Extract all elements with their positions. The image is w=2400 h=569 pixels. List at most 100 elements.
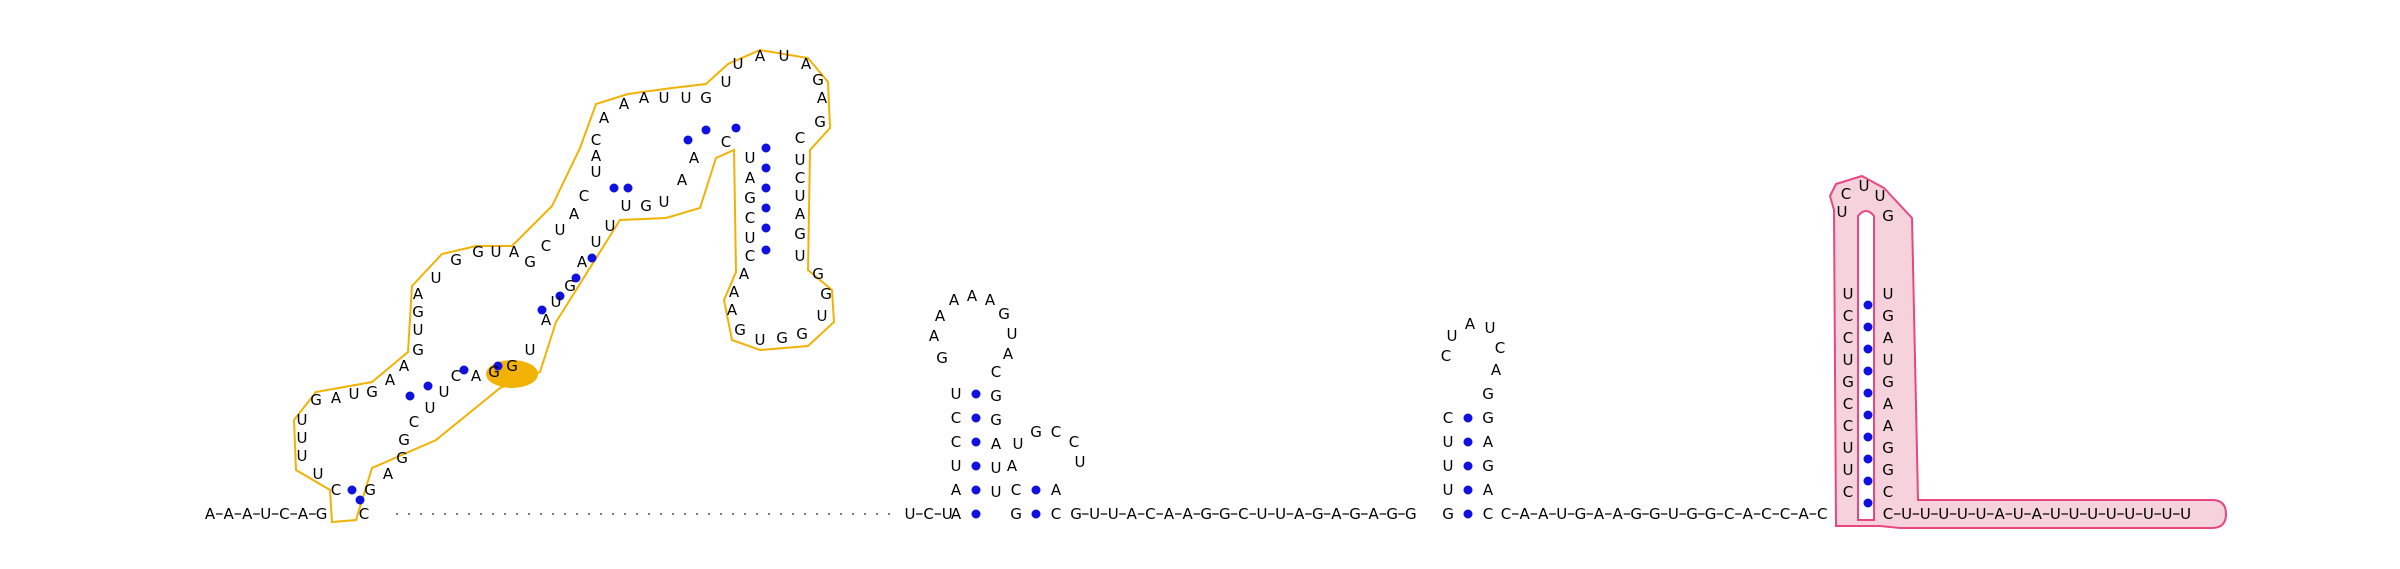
domain1-base-42: C: [795, 129, 805, 147]
linker1-base-5: A: [1164, 505, 1175, 523]
base-pair-dot: [701, 125, 711, 135]
linker1-base-0: G: [1070, 505, 1082, 523]
domain1-base-81: C: [451, 367, 461, 385]
base-pair-dot: [1863, 366, 1873, 376]
base-pair-dot: [571, 273, 581, 283]
linker2-base-2: A: [1538, 505, 1549, 523]
hairpin4-stem3p-6: A: [1883, 417, 1894, 435]
hairpin4-stem3p-7: G: [1882, 439, 1894, 457]
linker2-base-6: A: [1612, 505, 1623, 523]
domain1-base-26: A: [591, 147, 602, 165]
domain1-base-2: U: [297, 447, 308, 465]
domain1-base-79: G: [488, 363, 500, 381]
domain1-base-30: A: [639, 89, 650, 107]
domain1-base-62: G: [744, 189, 756, 207]
hairpin4-stem3p-1: G: [1882, 307, 1894, 325]
domain1-base-60: U: [745, 229, 756, 247]
hairpin1-stem5p-2: U: [951, 457, 962, 475]
domain1-base-71: U: [605, 217, 616, 235]
base-pair-dot: [1463, 485, 1473, 495]
base-pair-dot: [731, 123, 741, 133]
base-pair-dot: [1463, 413, 1473, 423]
domain1-base-35: U: [733, 55, 744, 73]
tail3p-base-9: U: [2050, 505, 2061, 523]
hairpin1-stem5p-0: A: [951, 505, 962, 523]
hairpin2-stem5p-1: C: [1011, 481, 1021, 499]
domain1-base-87: A: [383, 465, 394, 483]
domain1-base-75: U: [551, 293, 562, 311]
domain1-base-85: G: [398, 431, 410, 449]
tail3p-base-7: U: [2013, 505, 2024, 523]
domain1-base-18: U: [491, 243, 502, 261]
domain1-base-34: U: [721, 73, 732, 91]
domain1-base-84: C: [409, 413, 419, 431]
linker1-base-4: C: [1145, 505, 1155, 523]
linker1-base-6: A: [1182, 505, 1193, 523]
hairpin4-stem3p-3: U: [1883, 351, 1894, 369]
hairpin2-loop-3: C: [1051, 423, 1061, 441]
linker1-base-3: A: [1127, 505, 1138, 523]
base-pair-dot: [459, 365, 469, 375]
domain1-base-58: A: [739, 265, 750, 283]
base-pair-dot: [423, 381, 433, 391]
domain1-base-10: A: [399, 357, 410, 375]
domain1-base-6: A: [331, 389, 342, 407]
hairpin4-loop-3: U: [1875, 187, 1886, 205]
domain1-base-64: U: [745, 149, 756, 167]
domain1-base-15: U: [431, 269, 442, 287]
domain1-base-72: U: [591, 233, 602, 251]
tail3p-base-2: U: [1920, 505, 1931, 523]
base-pair-dot: [405, 391, 415, 401]
base-pair-dot: [1863, 322, 1873, 332]
domain1-base-7: U: [349, 385, 360, 403]
domain1-base-24: C: [579, 187, 589, 205]
base-pair-dot: [537, 305, 547, 315]
linker2-base-15: C: [1780, 505, 1790, 523]
domain1-base-22: U: [555, 221, 566, 239]
hairpin1-stem5p-5: U: [951, 385, 962, 403]
base-pair-dot: [1863, 454, 1873, 464]
domain1-base-27: C: [591, 131, 601, 149]
linker2-base-7: G: [1630, 505, 1642, 523]
linker2-base-1: A: [1519, 505, 1530, 523]
gap-base-2: U: [942, 505, 953, 523]
hairpin1-stem5p-3: C: [951, 433, 961, 451]
domain1-base-61: C: [745, 209, 755, 227]
linker2-base-10: G: [1686, 505, 1698, 523]
base-pair-dot: [347, 485, 357, 495]
domain1-base-23: A: [569, 205, 580, 223]
tail3p-base-4: U: [1957, 505, 1968, 523]
linker1-base-7: G: [1200, 505, 1212, 523]
domain1-base-40: A: [817, 89, 828, 107]
hairpin1-loop-6: G: [998, 305, 1010, 323]
hairpin1-stem5p-1: A: [951, 481, 962, 499]
linker2-base-13: A: [1743, 505, 1754, 523]
hairpin3-stem3p-2: A: [1483, 433, 1494, 451]
linker1-base-17: G: [1386, 505, 1398, 523]
hairpin3-loop-3: U: [1485, 319, 1496, 337]
hairpin4-stem3p-4: G: [1882, 373, 1894, 391]
hairpin1-stem3p-4: U: [991, 459, 1002, 477]
hairpin3-loop-1: U: [1447, 327, 1458, 345]
hairpin3-stem5p-0: G: [1442, 505, 1454, 523]
base-pair-dot: [1863, 300, 1873, 310]
linker1-base-8: G: [1219, 505, 1231, 523]
hairpin3-stem3p-3: G: [1482, 457, 1494, 475]
hairpin3-stem5p-1: U: [1443, 481, 1454, 499]
linker1-base-11: U: [1275, 505, 1286, 523]
domain1-base-13: G: [412, 303, 424, 321]
domain1-base-43: U: [795, 151, 806, 169]
tail3p-base-1: U: [1901, 505, 1912, 523]
domain1-base-28: A: [599, 109, 610, 127]
linker1-base-2: U: [1108, 505, 1119, 523]
tail3p-base-14: U: [2143, 505, 2154, 523]
hairpin4-loop-0: U: [1837, 203, 1848, 221]
domain1-base-80: A: [471, 367, 482, 385]
domain1-base-3: U: [297, 429, 308, 447]
domain1-base-54: U: [755, 331, 766, 349]
linker1-base-10: U: [1257, 505, 1268, 523]
hairpin4-stem3p-8: G: [1882, 461, 1894, 479]
domain-1-shape: [292, 48, 836, 524]
hairpin3-stem5p-3: U: [1443, 433, 1454, 451]
